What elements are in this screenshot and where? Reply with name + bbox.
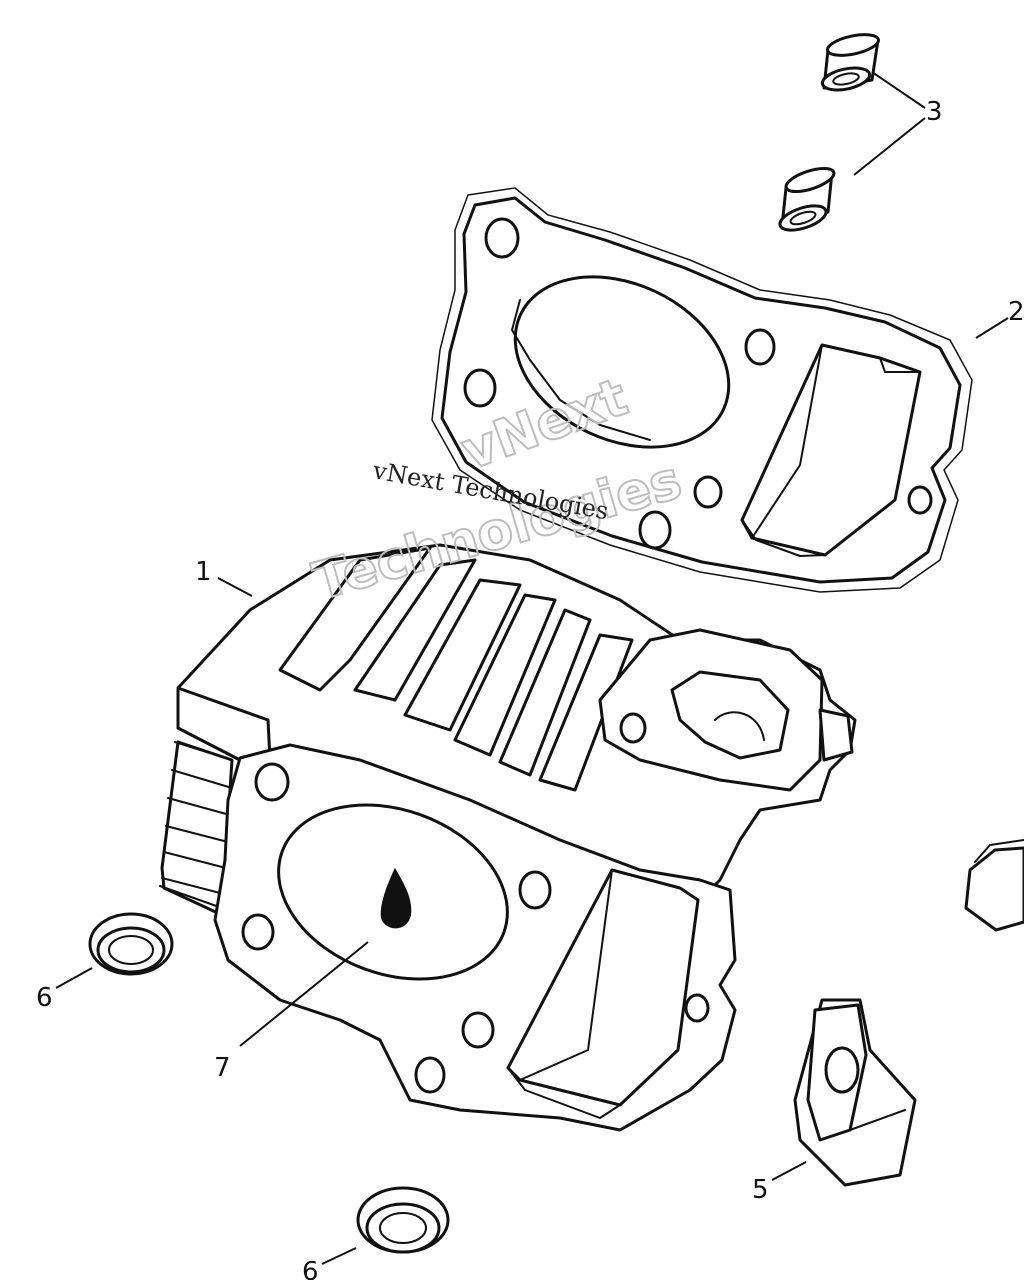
leader-5 xyxy=(771,1161,807,1181)
callout-7: 7 xyxy=(214,1053,231,1083)
leader-3b xyxy=(853,117,926,176)
washer-lower xyxy=(356,1186,450,1254)
leader-6a xyxy=(55,967,93,989)
leader-6b xyxy=(321,1247,357,1265)
callout-1: 1 xyxy=(195,557,212,587)
cylinder-block xyxy=(159,543,857,1132)
dowel-pin-upper xyxy=(820,33,881,92)
washer-upper xyxy=(88,912,174,976)
hex-nut-partial xyxy=(964,839,1024,932)
callout-3: 3 xyxy=(926,97,943,127)
bore-marker-icon xyxy=(380,867,412,929)
callout-2: 2 xyxy=(1008,297,1024,327)
leader-1 xyxy=(217,577,253,597)
callout-6-lower: 6 xyxy=(302,1257,319,1280)
leader-2 xyxy=(975,317,1009,339)
leader-3a xyxy=(871,71,926,109)
callout-5: 5 xyxy=(752,1175,769,1205)
chain-guide-bracket xyxy=(793,998,917,1187)
dowel-pin-lower xyxy=(778,166,836,232)
leader-7 xyxy=(239,941,369,1047)
cylinder-gasket xyxy=(431,187,973,593)
callout-6-upper: 6 xyxy=(36,983,53,1013)
